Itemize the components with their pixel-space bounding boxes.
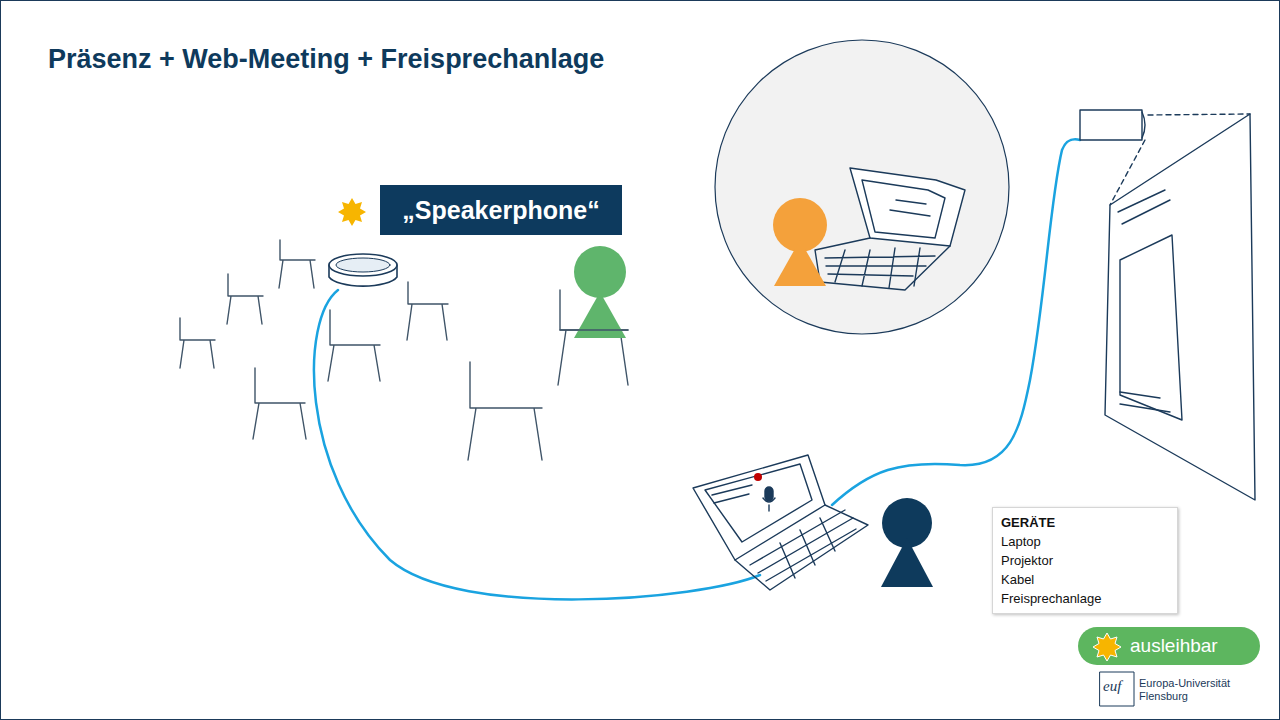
projection-screen (1105, 114, 1255, 500)
orange-person (773, 198, 827, 286)
node-text: Projektor (1001, 551, 1169, 570)
logo-text: Flensburg (1139, 690, 1188, 702)
list-heading: GERÄTE (1001, 513, 1169, 532)
node-text: Laptop (1001, 532, 1169, 551)
logo-mark: euf (1103, 680, 1121, 692)
green-person (574, 246, 626, 338)
node-text: ausleihbar (1130, 635, 1218, 657)
node-text: Freisprechanlage (1001, 589, 1169, 608)
node-text: „Speakerphone“ (402, 196, 599, 225)
logo-frame (1100, 672, 1134, 706)
speakerphone-label: „Speakerphone“ (380, 185, 622, 235)
speakerphone-device (329, 254, 397, 286)
chairs (180, 240, 628, 460)
lendable-badge: ausleihbar (1078, 627, 1260, 665)
slide-title: Präsenz + Web-Meeting + Freisprechanlage (48, 44, 604, 75)
logo-text: Europa-Universität (1139, 677, 1230, 689)
presenter-person (881, 498, 933, 587)
star-icon (338, 198, 366, 226)
devices-list-box: GERÄTELaptopProjektorKabelFreisprechanla… (992, 507, 1178, 614)
node-text: Kabel (1001, 570, 1169, 589)
record-dot (754, 473, 762, 481)
remote-laptop (815, 168, 965, 290)
presenter-laptop (693, 455, 868, 590)
remote-participant-circle (715, 40, 1009, 334)
